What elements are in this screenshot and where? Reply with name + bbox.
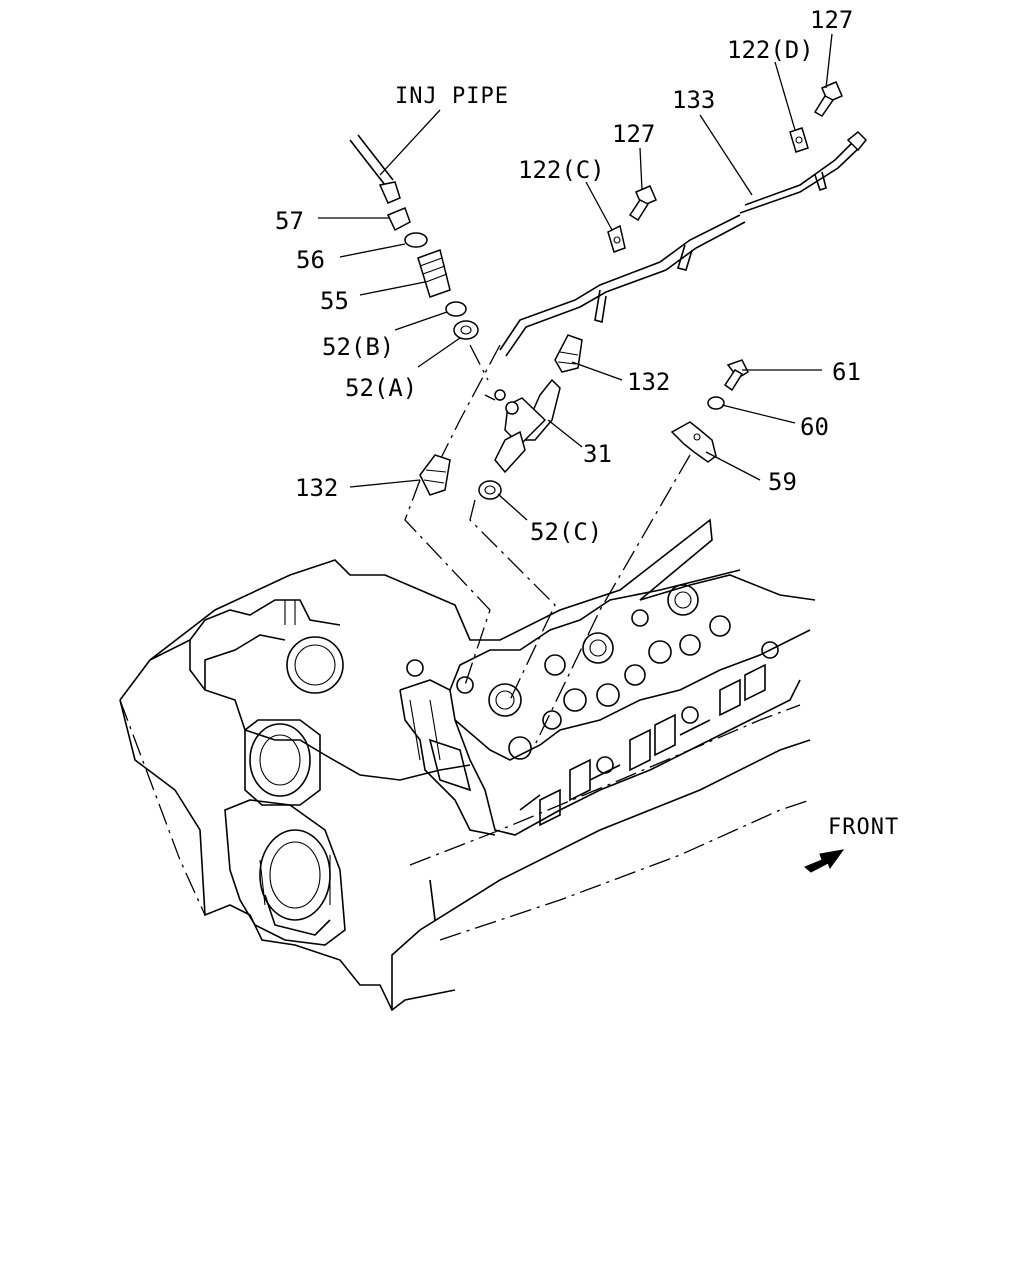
part-61-bolt bbox=[723, 359, 749, 392]
label-57: 57 bbox=[275, 207, 304, 235]
label-132-left: 132 bbox=[295, 474, 338, 502]
label-127-top: 127 bbox=[810, 6, 853, 34]
assembly-lines bbox=[404, 344, 691, 746]
label-56: 56 bbox=[296, 246, 325, 274]
part-122c-clip bbox=[607, 224, 626, 253]
label-122d: 122(D) bbox=[727, 36, 814, 64]
label-60: 60 bbox=[800, 413, 829, 441]
part-52b-seal bbox=[445, 301, 467, 317]
front-arrow-icon bbox=[804, 849, 845, 873]
part-133-leak-off-pipe bbox=[499, 130, 868, 357]
label-52c: 52(C) bbox=[530, 518, 602, 546]
part-132-right-connector bbox=[554, 334, 583, 373]
label-front: FRONT bbox=[828, 815, 899, 840]
label-132-right: 132 bbox=[627, 368, 670, 396]
part-127-mid-bolt bbox=[628, 185, 657, 222]
part-122d-clip bbox=[789, 127, 809, 153]
label-52a: 52(A) bbox=[345, 374, 417, 402]
part-127-top-bolt bbox=[813, 81, 843, 117]
part-55-connector bbox=[417, 249, 451, 298]
labels: INJ PIPE 57 56 55 52(B) 52(A) 132 132 31… bbox=[275, 6, 899, 840]
label-127-mid: 127 bbox=[612, 120, 655, 148]
label-55: 55 bbox=[320, 287, 349, 315]
label-122c: 122(C) bbox=[518, 156, 605, 184]
engine-block bbox=[119, 518, 816, 1012]
part-52a-seal bbox=[453, 320, 479, 340]
leader-lines bbox=[318, 33, 833, 521]
part-59-clamp bbox=[670, 421, 717, 463]
part-57-nut bbox=[386, 207, 411, 232]
label-133: 133 bbox=[672, 86, 715, 114]
label-31: 31 bbox=[583, 440, 612, 468]
injection-pipe bbox=[349, 134, 401, 204]
label-61: 61 bbox=[832, 358, 861, 386]
part-56-ring bbox=[404, 232, 428, 248]
part-31-injector bbox=[494, 378, 561, 474]
part-60-washer bbox=[707, 396, 725, 410]
label-52b: 52(B) bbox=[322, 333, 394, 361]
part-52c-seal bbox=[478, 480, 502, 500]
label-inj-pipe: INJ PIPE bbox=[395, 84, 509, 109]
label-59: 59 bbox=[768, 468, 797, 496]
part-132-left-connector bbox=[419, 454, 451, 496]
